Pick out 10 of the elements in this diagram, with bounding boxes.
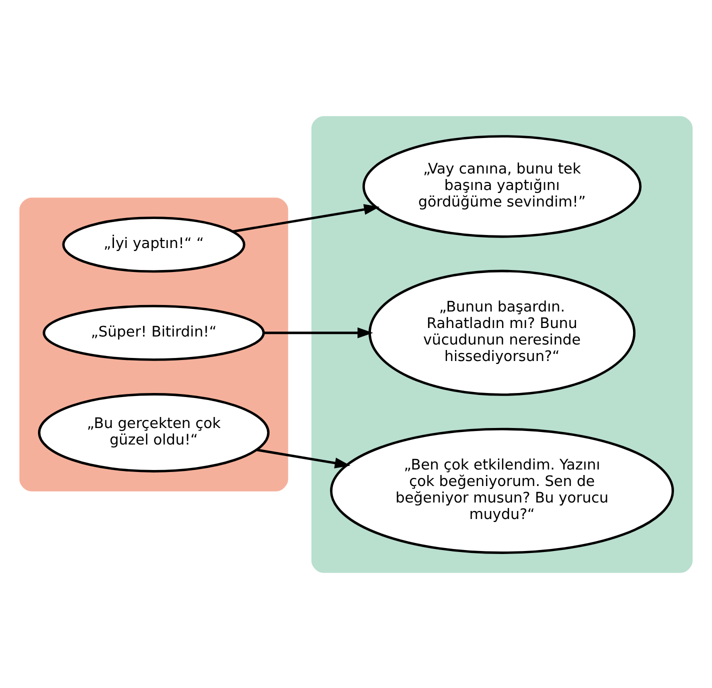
arrow xyxy=(264,326,374,338)
cluster xyxy=(19,197,288,491)
arrow xyxy=(232,204,380,232)
node-ellipse: „İyi yaptın!“ “ xyxy=(62,216,246,272)
arrow xyxy=(256,448,350,468)
node-ellipse: „Ben çok etkilendim. Yazını çok beğeniyorum. Sen de beğeniyor musun? Bu yorucu muydu?“ xyxy=(330,427,674,554)
node-ellipse: „Bu gerçekten çok güzel oldu!“ xyxy=(38,392,270,472)
node-ellipse: „Bunun başardın. Rahatladın mı? Bunu vücudunun neresinde hissediyorsun?“ xyxy=(368,269,636,396)
node-ellipse: „Süper! Bitirdin!“ xyxy=(42,304,265,360)
cluster xyxy=(311,116,693,572)
